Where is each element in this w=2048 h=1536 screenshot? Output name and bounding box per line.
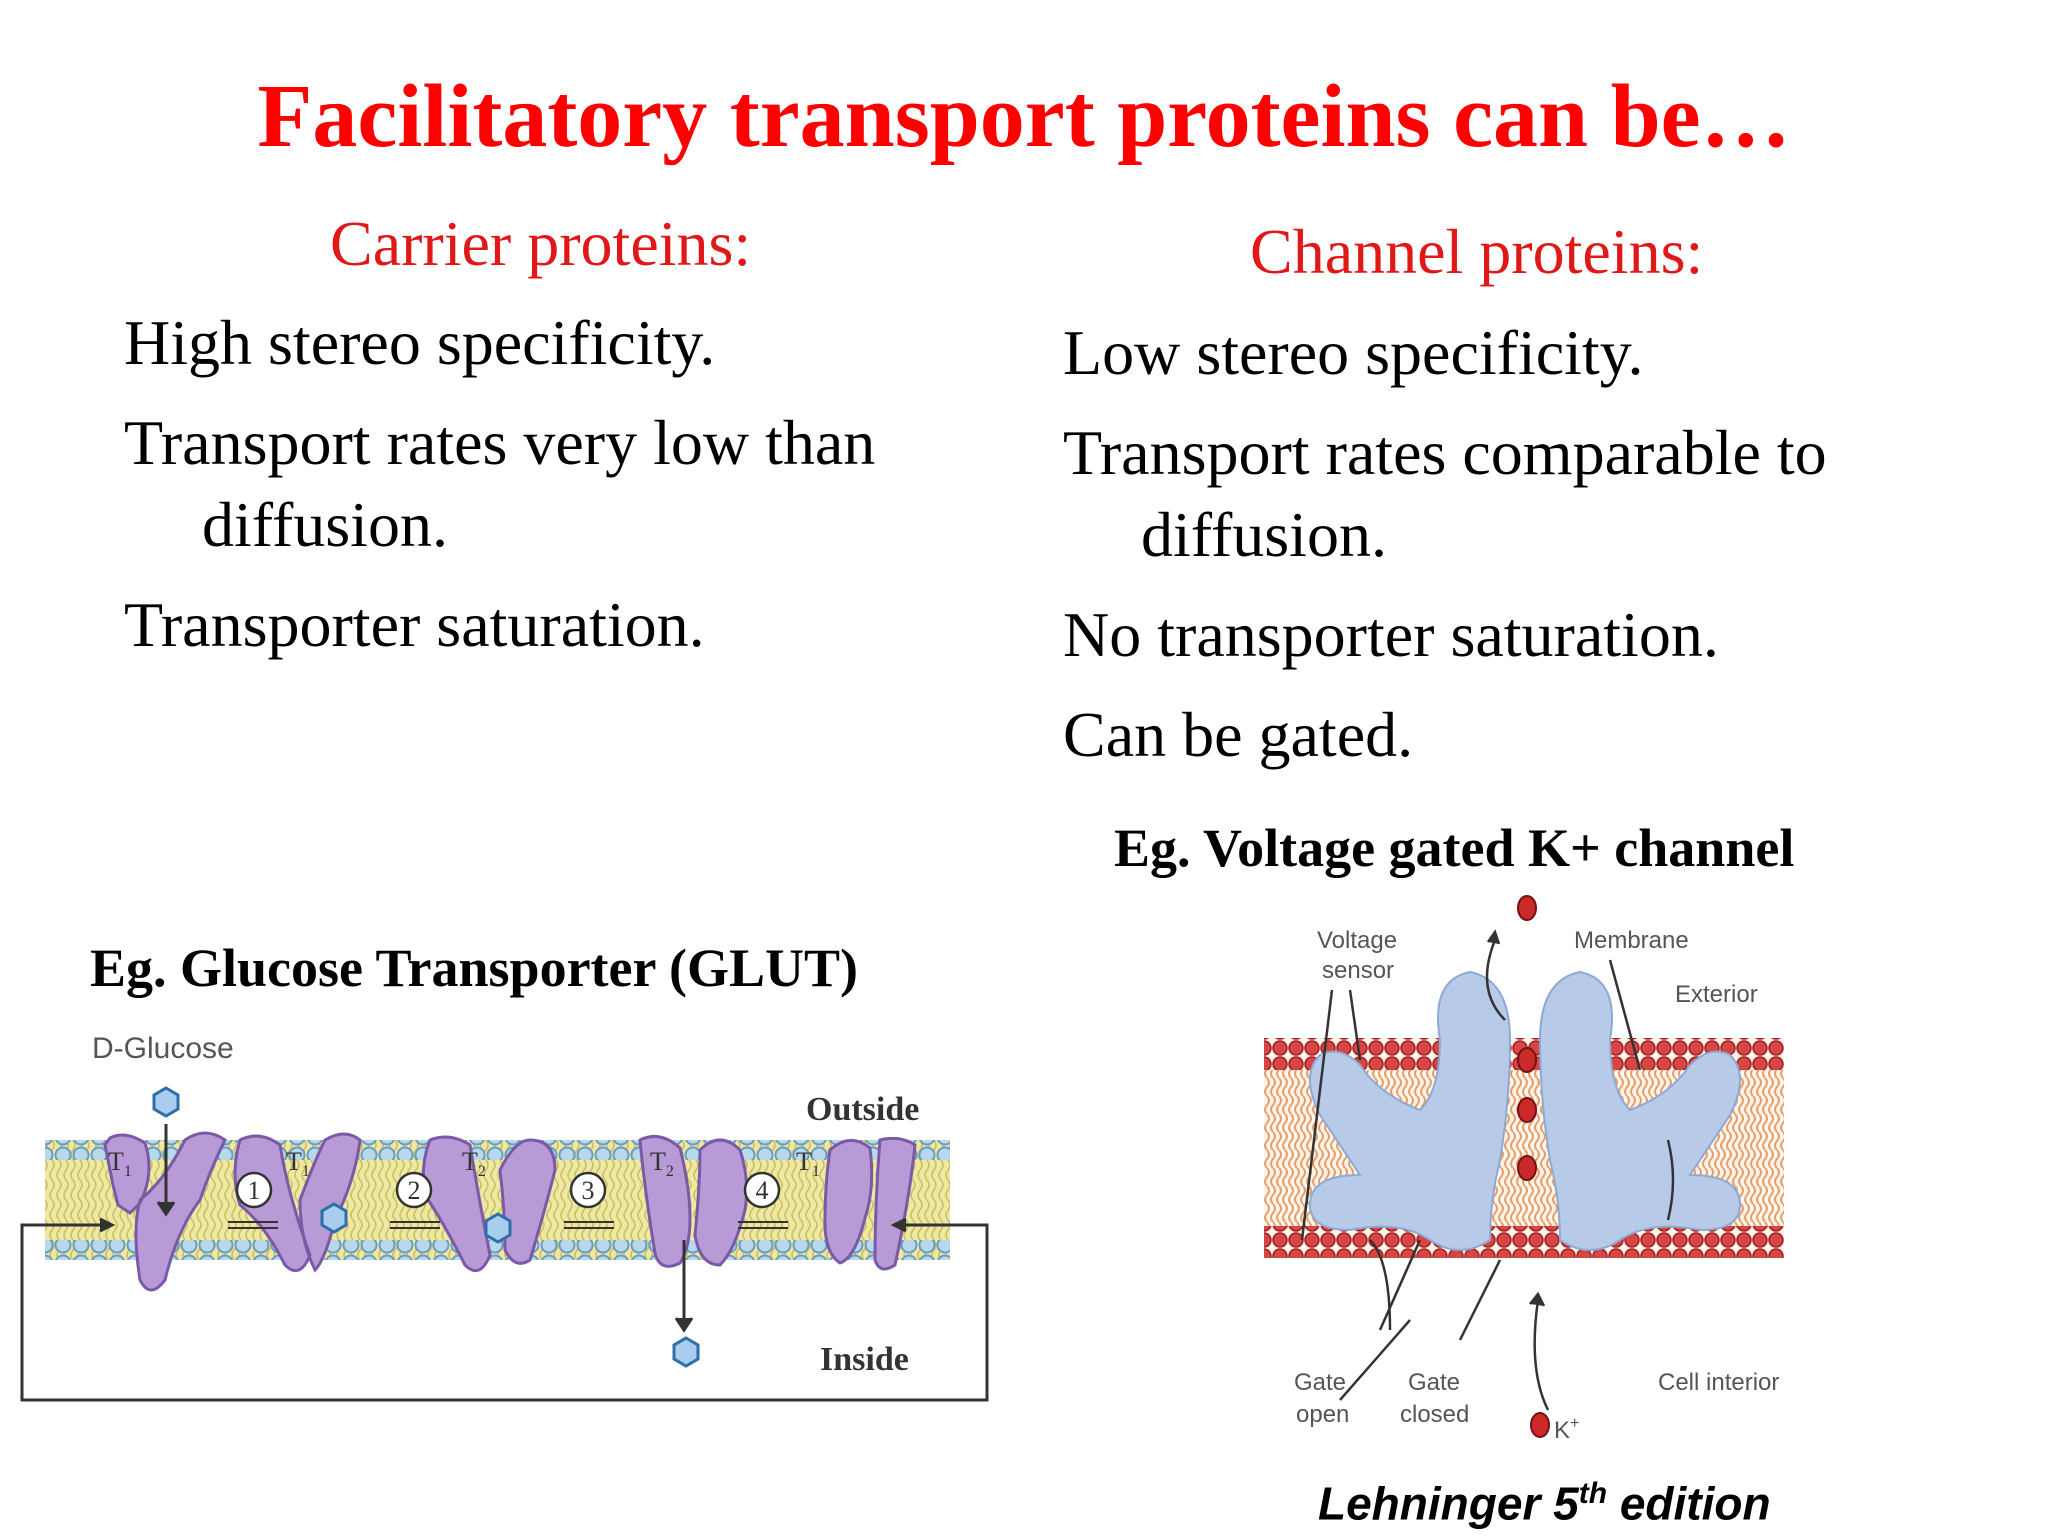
transporter-proteins: [103, 1131, 917, 1292]
gate-open-label-1: Gate: [1294, 1369, 1346, 1396]
carrier-points: High stereo specificity. Transport rates…: [124, 302, 875, 684]
k-ions: [1517, 895, 1550, 1438]
equilibrium-arrows: [228, 1221, 788, 1229]
step-4-label: 4: [756, 1176, 769, 1205]
gate-closed-label-1: Gate: [1408, 1369, 1460, 1396]
inside-label: Inside: [820, 1341, 909, 1378]
glut-transporter-figure: D-Glucose Outside T1 T1 T2 T2 T1 1 2 3 4: [20, 1032, 989, 1402]
outside-label: Outside: [806, 1091, 919, 1128]
carrier-heading: Carrier proteins:: [330, 208, 752, 279]
channel-points: Low stereo specificity. Transport rates …: [1063, 312, 1827, 794]
channel-pointer-lines: [1300, 929, 1675, 1411]
t2-label-a: T2: [462, 1147, 486, 1180]
channel-example: Eg. Voltage gated K+ channel: [1114, 818, 1795, 878]
glucose-molecule-icon: [152, 1086, 180, 1118]
flow-arrows: [20, 1124, 989, 1402]
slide-title: Facilitatory transport proteins can be…: [257, 67, 1791, 166]
gate-closed-label-2: closed: [1400, 1401, 1469, 1428]
exterior-label: Exterior: [1675, 981, 1758, 1008]
glucose-label: D-Glucose: [92, 1032, 234, 1065]
channel-heading: Channel proteins:: [1250, 216, 1704, 287]
step-1-label: 1: [248, 1176, 261, 1205]
step-3-label: 3: [582, 1176, 595, 1205]
t1-label-b: T1: [286, 1147, 310, 1180]
t1-label-c: T1: [796, 1147, 820, 1180]
voltage-sensor-label-2: sensor: [1322, 957, 1394, 984]
cell-interior-label: Cell interior: [1658, 1369, 1779, 1396]
k-ion-label: K+: [1554, 1415, 1579, 1444]
carrier-point-specificity: High stereo specificity.: [124, 307, 716, 378]
t2-label-b: T2: [650, 1147, 674, 1180]
t1-label-a: T1: [108, 1147, 132, 1180]
k-channel-figure: Voltage sensor Membrane Exterior Gate op…: [1264, 895, 1784, 1444]
channel-point-gated: Can be gated.: [1063, 699, 1414, 770]
step-markers: [235, 1171, 781, 1209]
voltage-sensor-label-1: Voltage: [1317, 927, 1397, 954]
carrier-example: Eg. Glucose Transporter (GLUT): [90, 938, 858, 998]
carrier-point-saturation: Transporter saturation.: [124, 589, 705, 660]
channel-point-specificity: Low stereo specificity.: [1063, 317, 1644, 388]
step-2-label: 2: [408, 1176, 421, 1205]
transporter-labels: T1 T1 T2 T2 T1: [108, 1147, 820, 1180]
gate-open-label-2: open: [1296, 1401, 1349, 1428]
channel-proteins: [1308, 970, 1742, 1251]
bound-glucose-icons: [320, 1202, 700, 1368]
membrane-label: Membrane: [1574, 927, 1689, 954]
channel-point-saturation: No transporter saturation.: [1063, 599, 1719, 670]
source-credit: Lehninger 5th edition: [1318, 1477, 1771, 1530]
